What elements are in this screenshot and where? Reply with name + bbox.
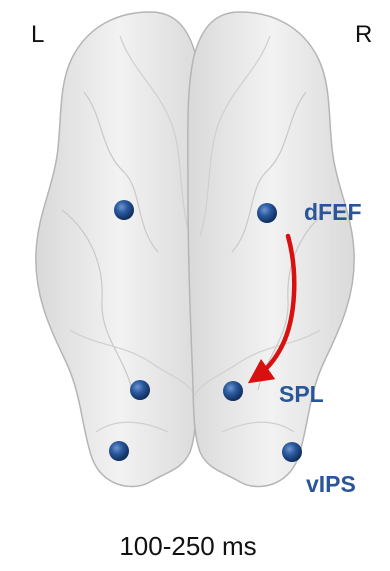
left-hemisphere [36,12,202,487]
region-label-spl: SPL [279,381,324,407]
left-vips-node [109,441,129,461]
right-vips-node [282,442,302,462]
left-dfef-node [114,200,134,220]
right-hemisphere [188,12,354,487]
right-hemisphere-label: R [355,21,372,48]
left-hemisphere-label: L [31,21,44,48]
region-label-vips: vIPS [306,471,356,497]
region-label-dfef: dFEF [304,199,362,225]
right-dfef-node [257,203,277,223]
left-spl-node [130,380,150,400]
time-window-label: 100-250 ms [119,531,256,561]
right-spl-node [223,381,243,401]
